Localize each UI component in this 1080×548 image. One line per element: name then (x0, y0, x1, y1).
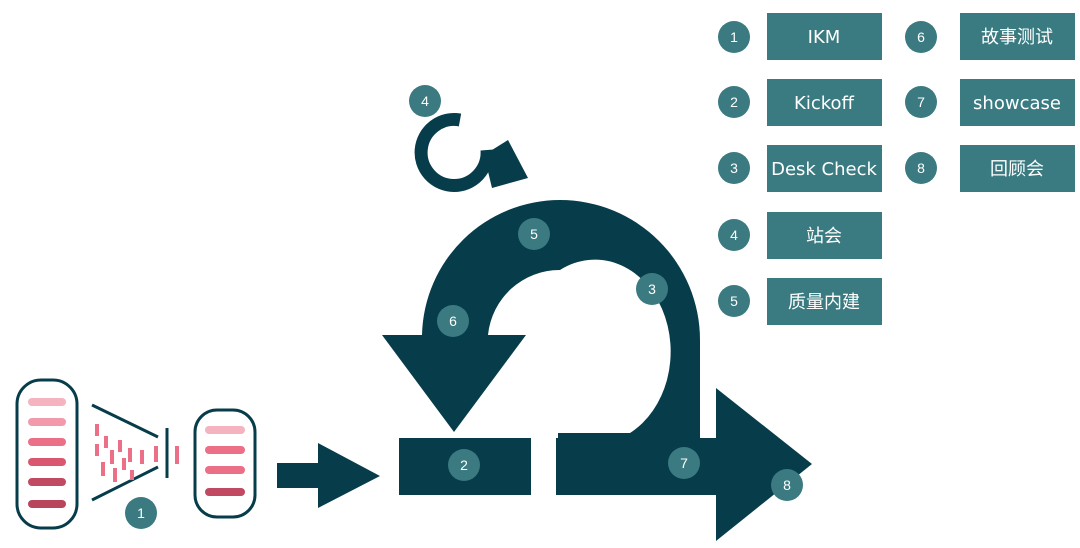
svg-text:7: 7 (680, 455, 688, 471)
backlog-funnel (15, 378, 257, 530)
iteration-loop-arrowhead (382, 335, 526, 432)
legend: 1 IKM 2 Kickoff 3 Desk Check 4 站会 5 质量内建 (718, 13, 1075, 325)
svg-text:5: 5 (530, 226, 538, 242)
svg-text:3: 3 (730, 160, 738, 176)
svg-text:IKM: IKM (808, 27, 841, 48)
legend-item-3: 3 Desk Check (718, 145, 882, 192)
svg-text:1: 1 (730, 29, 738, 45)
svg-text:2: 2 (730, 94, 738, 110)
marker-desk-check: 3 (636, 273, 668, 305)
svg-text:8: 8 (783, 477, 791, 493)
svg-text:6: 6 (917, 29, 925, 45)
flow-arrow-to-kickoff (277, 443, 380, 508)
marker-retro: 8 (771, 469, 803, 501)
marker-ikm: 1 (125, 497, 157, 529)
backlog-item (28, 458, 66, 466)
standup-cycle-icon (414, 112, 494, 192)
svg-text:6: 6 (449, 313, 457, 329)
svg-text:Desk Check: Desk Check (771, 159, 877, 180)
backlog-item (28, 478, 66, 486)
svg-text:故事测试: 故事测试 (981, 27, 1053, 48)
backlog-item (28, 500, 66, 508)
legend-item-6: 6 故事测试 (905, 13, 1075, 60)
svg-text:7: 7 (917, 94, 925, 110)
svg-text:3: 3 (648, 281, 656, 297)
svg-text:1: 1 (137, 505, 145, 521)
legend-item-5: 5 质量内建 (718, 278, 882, 325)
ready-item (205, 488, 245, 496)
funnel-fragments (95, 424, 179, 482)
svg-text:站会: 站会 (806, 226, 842, 247)
funnel-line-bottom (91, 465, 159, 502)
funnel-line-top (91, 403, 159, 439)
marker-quality: 5 (518, 218, 550, 250)
ready-item (205, 446, 245, 454)
svg-text:2: 2 (460, 457, 468, 473)
svg-text:回顾会: 回顾会 (990, 159, 1044, 180)
marker-story-test: 6 (437, 305, 469, 337)
standup-cycle-arrowhead (484, 140, 528, 188)
backlog-item (28, 418, 66, 426)
svg-text:质量内建: 质量内建 (788, 292, 860, 313)
legend-item-4: 4 站会 (718, 212, 882, 259)
marker-showcase: 7 (668, 447, 700, 479)
legend-item-7: 7 showcase (905, 79, 1075, 126)
svg-text:8: 8 (917, 160, 925, 176)
legend-item-1: 1 IKM (718, 13, 882, 60)
svg-text:4: 4 (421, 93, 429, 109)
iteration-loop (422, 200, 700, 495)
legend-item-8: 8 回顾会 (905, 145, 1075, 192)
legend-item-2: 2 Kickoff (718, 79, 882, 126)
marker-standup: 4 (409, 85, 441, 117)
marker-kickoff: 2 (448, 449, 480, 481)
svg-text:4: 4 (730, 227, 738, 243)
svg-text:5: 5 (730, 293, 738, 309)
backlog-item (28, 398, 66, 406)
backlog-item (28, 438, 66, 446)
svg-text:Kickoff: Kickoff (794, 93, 854, 114)
svg-text:showcase: showcase (973, 93, 1061, 114)
backlog-container-large (15, 378, 79, 530)
ready-item (205, 466, 245, 474)
ready-item (205, 426, 245, 434)
